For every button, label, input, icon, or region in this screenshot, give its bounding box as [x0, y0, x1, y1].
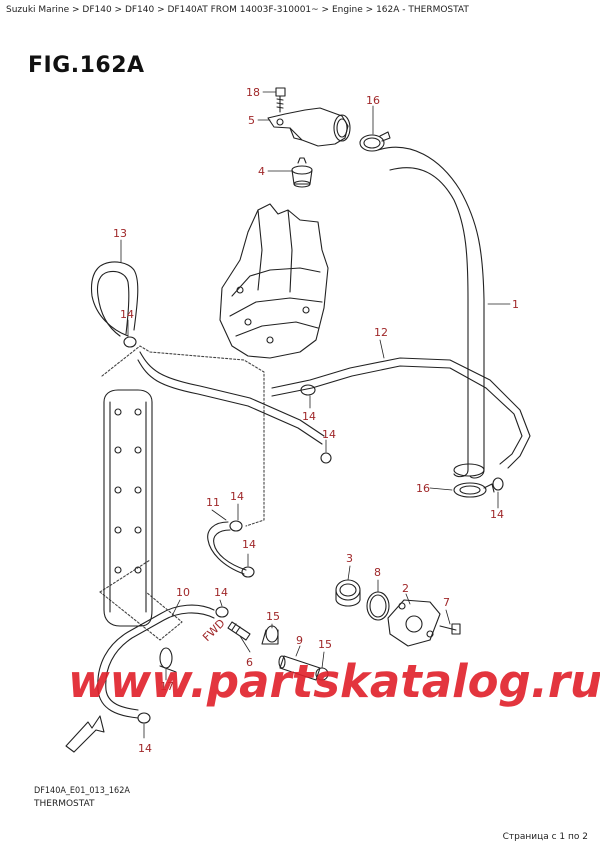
callout-18: 18: [246, 86, 260, 99]
thermostat-part-4: [291, 157, 313, 188]
fwd-label: FWD: [200, 617, 227, 644]
callout-8: 8: [374, 566, 381, 579]
callout-14-d: 14: [490, 508, 504, 521]
cover-part-3: [335, 579, 361, 607]
callout-2: 2: [402, 582, 409, 595]
callout-3: 3: [346, 552, 353, 565]
cooling-hose-upper: [137, 351, 325, 445]
o-ring-part-8: [366, 591, 390, 621]
figure-name: THERMOSTAT: [34, 799, 95, 809]
clamp-part-15-upper: [261, 625, 279, 645]
callout-15-upper: 15: [266, 610, 280, 623]
hose-part-11: [207, 521, 247, 575]
clamp-part-14-d: [492, 477, 504, 491]
water-hose-part-1: [377, 146, 485, 479]
figure-code: DF140A_E01_013_162A: [34, 786, 130, 796]
callout-13: 13: [113, 227, 127, 240]
hose-part-9: [278, 655, 321, 681]
figure-title: FIG.162A: [28, 53, 145, 78]
assembly-reference-outline: [99, 345, 265, 641]
bolt-part-7: [439, 623, 461, 635]
callout-14-e: 14: [230, 490, 244, 503]
clamp-part-14-e: [229, 520, 243, 532]
hose-part-10: [97, 604, 215, 719]
engine-block-housing: [219, 203, 329, 359]
callout-15-lower: 15: [318, 638, 332, 651]
hose-clamp-part-16-top: [359, 131, 391, 152]
callout-16-top: 16: [366, 94, 380, 107]
callout-4: 4: [258, 165, 265, 178]
clamp-part-14-g: [215, 606, 229, 618]
callout-labels: 18 5 16 4 1 13 14 12 14 14 16 14 11 14 1…: [113, 86, 519, 755]
housing-part-2: [387, 599, 441, 647]
callout-14-h: 14: [138, 742, 152, 755]
callout-14-b: 14: [302, 410, 316, 423]
callout-11: 11: [206, 496, 220, 509]
callout-10: 10: [176, 586, 190, 599]
clamp-part-14-h: [137, 712, 151, 724]
callout-9: 9: [296, 634, 303, 647]
clamp-part-14-c: [320, 452, 332, 464]
callout-6: 6: [246, 656, 253, 669]
clamp-part-14-f: [241, 566, 255, 578]
hose-part-13: [90, 261, 139, 337]
callout-16-lower: 16: [416, 482, 430, 495]
callout-7: 7: [443, 596, 450, 609]
leader-lines: [120, 91, 511, 739]
breadcrumb: Suzuki Marine > DF140 > DF140 > DF140AT …: [6, 5, 469, 15]
callout-12: 12: [374, 326, 388, 339]
hose-clamp-part-16-lower: [453, 482, 495, 498]
callout-14-c: 14: [322, 428, 336, 441]
watermark: www.partskatalog.ru: [68, 655, 600, 708]
thermostat-cover-part-5: [267, 107, 351, 147]
fitting-part-6: [227, 621, 251, 641]
callout-14-a: 14: [120, 308, 134, 321]
callout-5: 5: [248, 114, 255, 127]
hose-part-12: [271, 357, 531, 469]
callout-14-g: 14: [214, 586, 228, 599]
callout-17: 17: [160, 680, 174, 693]
callout-1: 1: [512, 298, 519, 311]
bolt-part-18: [275, 87, 286, 113]
heat-exchanger-body: [103, 389, 153, 627]
callout-14-f: 14: [242, 538, 256, 551]
clamp-part-14-a: [123, 336, 137, 348]
clamp-part-14-b: [300, 384, 316, 396]
fwd-arrow-icon: [65, 715, 105, 753]
page-indicator: Страница с 1 по 2: [502, 832, 588, 842]
